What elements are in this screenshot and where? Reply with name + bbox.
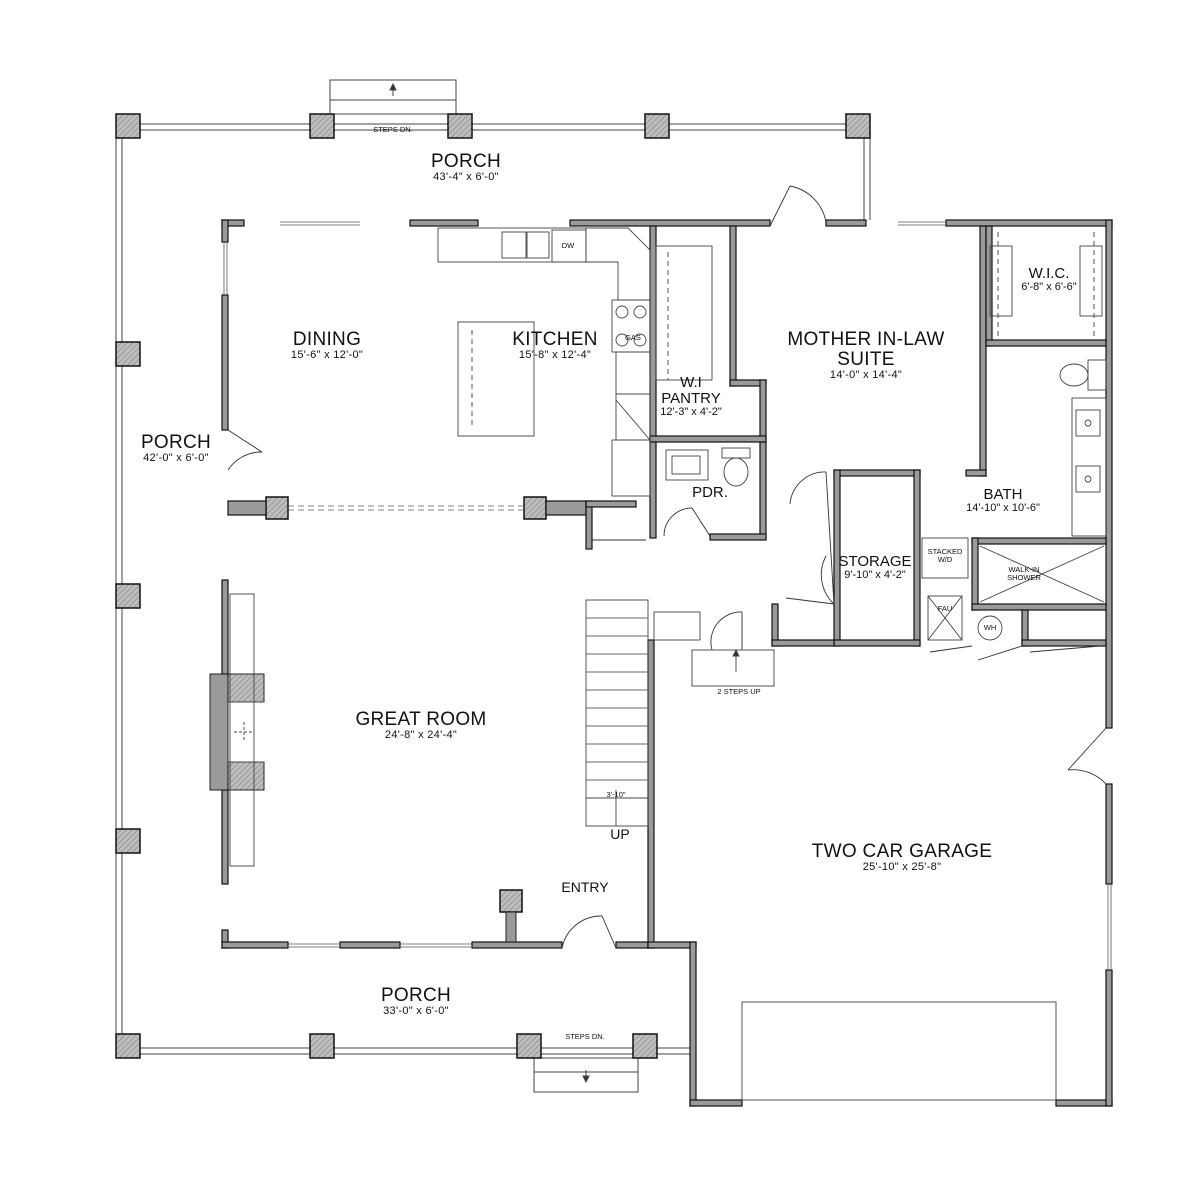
stacked-line-1: STACKED xyxy=(927,547,963,556)
fau-label: FAU xyxy=(937,604,953,613)
suite-name-1: MOTHER IN-LAW xyxy=(787,329,945,350)
pdr-label: PDR. xyxy=(692,485,728,501)
porch-posts xyxy=(115,113,871,1059)
porch-bottom-name: PORCH xyxy=(380,985,452,1006)
bath-name: BATH xyxy=(983,486,1023,503)
two-steps-up: 2 STEPS UP xyxy=(717,687,761,696)
garage-dims: 25'-10" x 25'-8" xyxy=(862,860,942,873)
porch-top-label: PORCH 43'-4" x 6'-0" xyxy=(431,152,501,183)
shower-label: WALK-IN SHOWER xyxy=(1007,566,1041,582)
shower-line-2: SHOWER xyxy=(1007,572,1041,582)
doors xyxy=(227,185,1107,949)
pantry-dims: 12'-3" x 4'-2" xyxy=(660,405,722,418)
wh-label: WH xyxy=(983,623,997,632)
bath-dims: 14'-10" x 10'-6" xyxy=(966,501,1040,514)
kitchen-label: KITCHEN 15'-8" x 12'-4" xyxy=(512,330,598,361)
suite-dims: 14'-0" x 14'-4" xyxy=(829,368,903,381)
pdr-name: PDR. xyxy=(692,484,728,501)
walls xyxy=(221,219,1113,1107)
stair-width: 3'-10" xyxy=(606,790,626,799)
porch-top-dims: 43'-4" x 6'-0" xyxy=(433,170,499,183)
great-room-name: GREAT ROOM xyxy=(355,709,487,730)
gas-label: GAS xyxy=(625,333,641,342)
dw-label: DW xyxy=(561,241,575,250)
wic-name: W.I.C. xyxy=(1028,265,1070,282)
bath-label: BATH 14'-10" x 10'-6" xyxy=(966,487,1040,514)
steps-dn-bottom: STEPS DN. xyxy=(565,1032,605,1041)
dining-label: DINING 15'-6" x 12'-0" xyxy=(291,330,363,361)
shower-line-1: WALK-IN xyxy=(1008,565,1040,574)
storage-name: STORAGE xyxy=(838,553,912,570)
pantry-name-2: PANTRY xyxy=(661,389,721,407)
porch-bottom-label: PORCH 33'-0" x 6'-0" xyxy=(381,986,451,1017)
stacked-line-2: W/D xyxy=(937,554,953,564)
garage-name: TWO CAR GARAGE xyxy=(811,841,993,862)
fixtures xyxy=(209,227,1107,1101)
porch-left-label: PORCH 42'-0" x 6'-0" xyxy=(141,433,211,464)
great-room-dims: 24'-8" x 24'-4" xyxy=(384,728,458,741)
wic-dims: 6'-8" x 6'-6" xyxy=(1021,280,1077,293)
porch-left-name: PORCH xyxy=(140,432,212,453)
steps-dn-top: STEPS DN. xyxy=(373,125,413,134)
garage-label: TWO CAR GARAGE 25'-10" x 25'-8" xyxy=(812,842,993,873)
porch-left-dims: 42'-0" x 6'-0" xyxy=(143,451,209,464)
porch-outline xyxy=(115,79,871,1093)
kitchen-dims: 15'-8" x 12'-4" xyxy=(518,348,592,361)
great-room-label: GREAT ROOM 24'-8" x 24'-4" xyxy=(355,710,486,741)
entry-label: ENTRY xyxy=(561,879,609,895)
stair-up-label: UP xyxy=(610,826,630,842)
suite-name-2: SUITE xyxy=(837,348,895,370)
pantry-label: W.I PANTRY 12'-3" x 4'-2" xyxy=(660,375,722,418)
storage-label: STORAGE 9'-10" x 4'-2" xyxy=(838,554,911,581)
wic-label: W.I.C. 6'-8" x 6'-6" xyxy=(1021,266,1076,293)
kitchen-name: KITCHEN xyxy=(512,329,598,350)
porch-bottom-dims: 33'-0" x 6'-0" xyxy=(383,1004,449,1017)
stacked-wd-label: STACKED W/D xyxy=(928,548,963,564)
dining-dims: 15'-6" x 12'-0" xyxy=(290,348,364,361)
storage-dims: 9'-10" x 4'-2" xyxy=(844,568,906,581)
suite-label: MOTHER IN-LAW SUITE 14'-0" x 14'-4" xyxy=(787,330,944,381)
dining-name: DINING xyxy=(292,329,362,350)
pantry-name-1: W.I xyxy=(680,374,702,391)
porch-top-name: PORCH xyxy=(430,151,502,172)
